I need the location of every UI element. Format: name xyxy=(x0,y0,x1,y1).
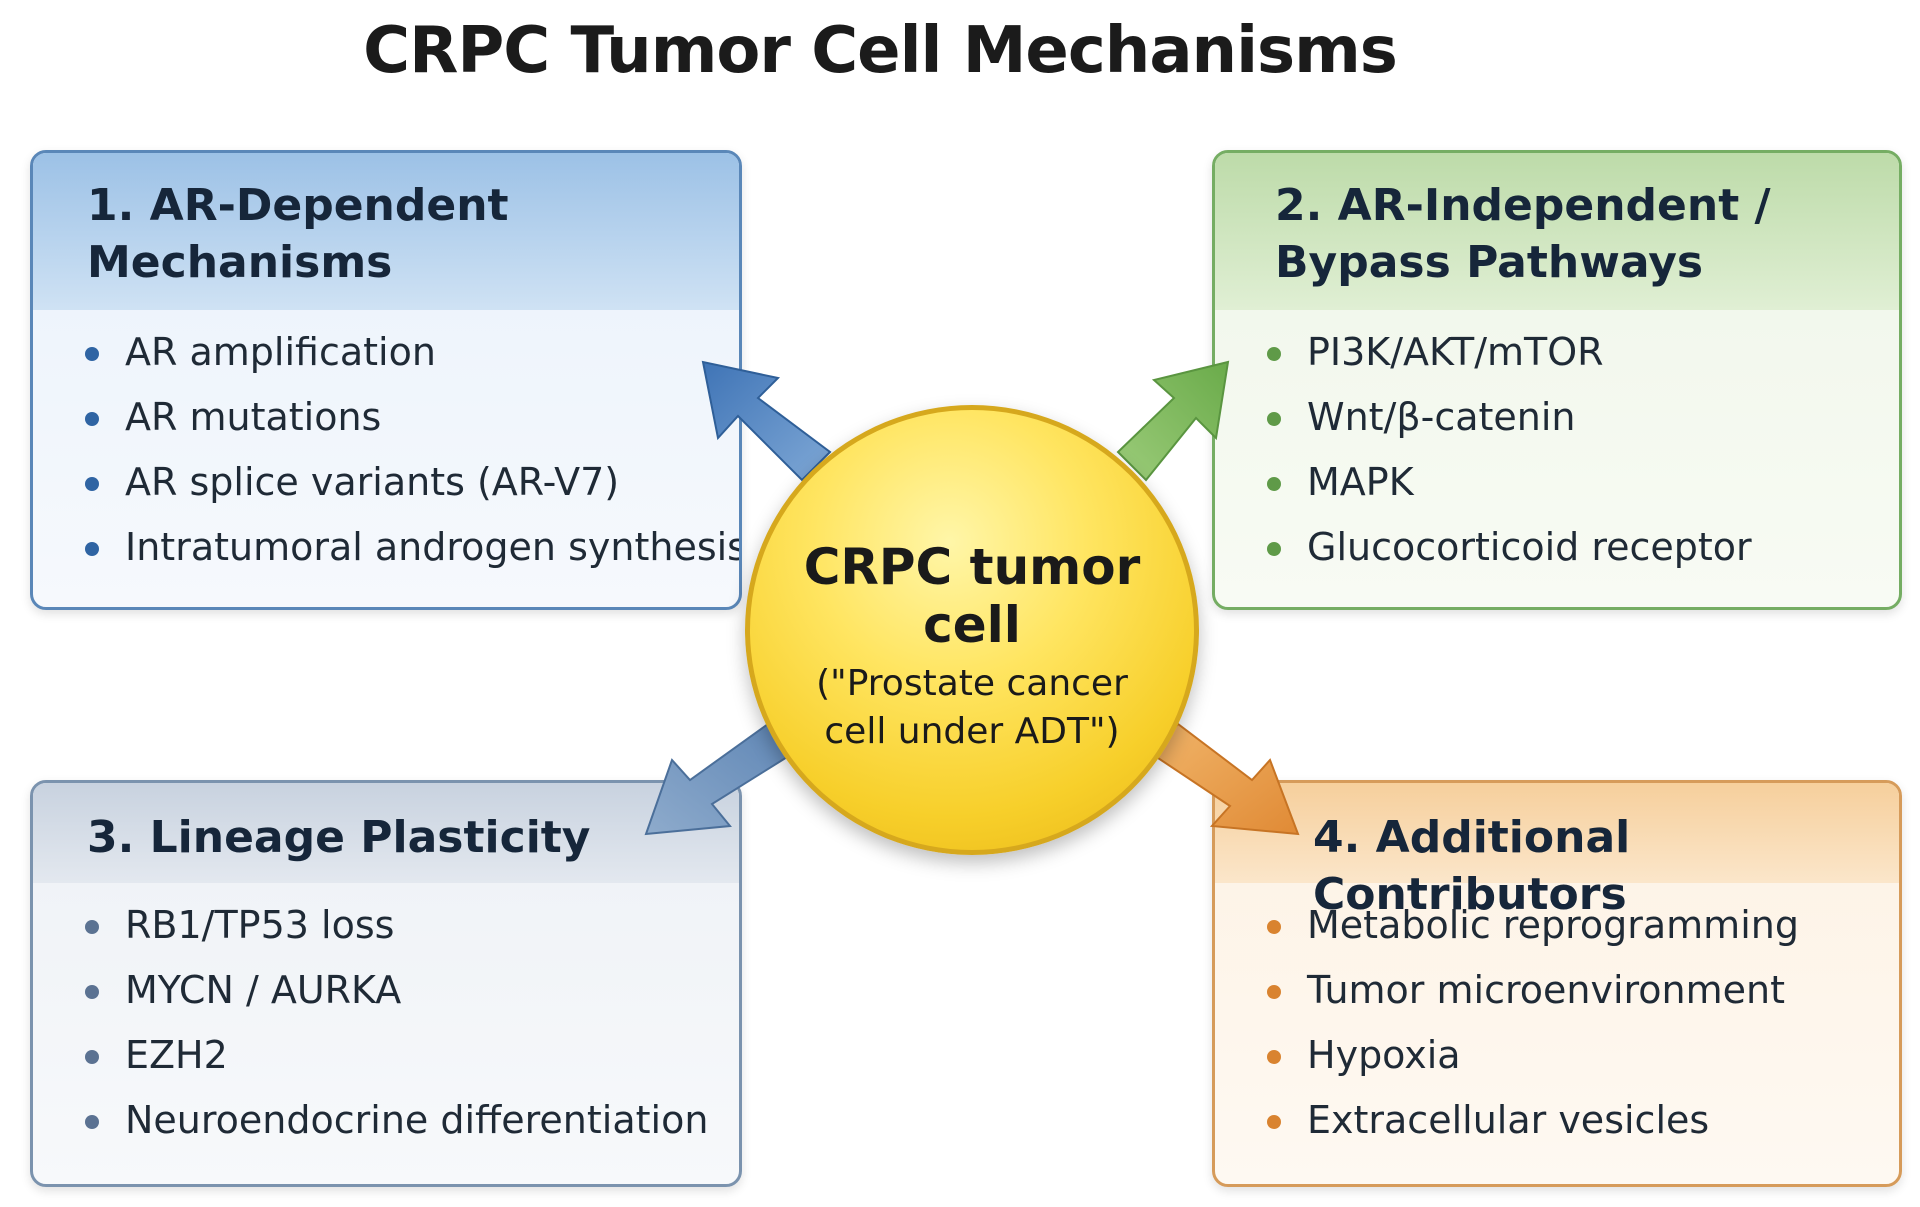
center-cell-node: CRPC tumor cell ("Prostate cancer cell u… xyxy=(745,405,1199,855)
bullet-icon xyxy=(1267,985,1281,999)
bullet-icon xyxy=(1267,477,1281,491)
list-item: Glucocorticoid receptor xyxy=(1261,515,1899,580)
list-item-label: PI3K/AKT/mTOR xyxy=(1307,330,1604,374)
list-item-label: Tumor microenvironment xyxy=(1307,968,1786,1012)
list-item-label: MAPK xyxy=(1307,460,1414,504)
panel-ar-dependent: 1. AR-Dependent Mechanisms AR amplificat… xyxy=(30,150,742,610)
list-item-label: Intratumoral androgen synthesis xyxy=(125,525,742,569)
list-item-label: AR amplification xyxy=(125,330,436,374)
bullet-icon xyxy=(85,412,99,426)
list-item: Wnt/β-catenin xyxy=(1261,385,1899,450)
list-item-label: AR mutations xyxy=(125,395,382,439)
bullet-icon xyxy=(85,347,99,361)
list-item: Hypoxia xyxy=(1261,1023,1899,1088)
list-item-label: Wnt/β-catenin xyxy=(1307,395,1576,439)
center-subtitle: ("Prostate cancer cell under ADT") xyxy=(816,663,1128,752)
list-item: Neuroendocrine differentiation xyxy=(79,1088,739,1153)
bullet-icon xyxy=(85,542,99,556)
panel-list: PI3K/AKT/mTOR Wnt/β-catenin MAPK Glucoco… xyxy=(1215,310,1899,580)
bullet-icon xyxy=(85,477,99,491)
list-item: PI3K/AKT/mTOR xyxy=(1261,320,1899,385)
list-item-label: AR splice variants (AR-V7) xyxy=(125,460,620,504)
panel-heading: 1. AR-Dependent Mechanisms xyxy=(33,153,739,310)
arrow-to-panel-4 xyxy=(1150,722,1300,836)
list-item: MAPK xyxy=(1261,450,1899,515)
bullet-icon xyxy=(85,920,99,934)
list-item: Extracellular vesicles xyxy=(1261,1088,1899,1153)
list-item-label: RB1/TP53 loss xyxy=(125,903,395,947)
list-item-label: Glucocorticoid receptor xyxy=(1307,525,1752,569)
arrow-to-panel-1 xyxy=(701,360,832,482)
list-item-label: Neuroendocrine differentiation xyxy=(125,1098,709,1142)
panel-heading: 2. AR-Independent / Bypass Pathways xyxy=(1215,153,1899,310)
panel-additional-contributors: 4. Additional Contributors Metabolic rep… xyxy=(1212,780,1902,1187)
list-item: RB1/TP53 loss xyxy=(79,893,739,958)
list-item: AR splice variants (AR-V7) xyxy=(79,450,739,515)
arrow-to-panel-3 xyxy=(644,722,794,836)
bullet-icon xyxy=(1267,920,1281,934)
list-item: MYCN / AURKA xyxy=(79,958,739,1023)
bullet-icon xyxy=(85,1050,99,1064)
bullet-icon xyxy=(1267,347,1281,361)
list-item-label: EZH2 xyxy=(125,1033,228,1077)
bullet-icon xyxy=(1267,1115,1281,1129)
panel-list: AR amplification AR mutations AR splice … xyxy=(33,310,739,580)
bullet-icon xyxy=(1267,412,1281,426)
arrow-to-panel-2 xyxy=(1116,360,1230,482)
list-item-label: MYCN / AURKA xyxy=(125,968,402,1012)
panel-ar-independent: 2. AR-Independent / Bypass Pathways PI3K… xyxy=(1212,150,1902,610)
bullet-icon xyxy=(85,985,99,999)
bullet-icon xyxy=(85,1115,99,1129)
bullet-icon xyxy=(1267,1050,1281,1064)
bullet-icon xyxy=(1267,542,1281,556)
list-item: Tumor microenvironment xyxy=(1261,958,1899,1023)
list-item-label: Extracellular vesicles xyxy=(1307,1098,1710,1142)
list-item: AR mutations xyxy=(79,385,739,450)
panel-list: RB1/TP53 loss MYCN / AURKA EZH2 Neuroend… xyxy=(33,883,739,1153)
list-item: Metabolic reprogramming xyxy=(1261,893,1899,958)
list-item: AR amplification xyxy=(79,320,739,385)
panel-heading: 4. Additional Contributors xyxy=(1215,783,1899,920)
center-title: CRPC tumor cell xyxy=(803,538,1141,654)
list-item-label: Hypoxia xyxy=(1307,1033,1461,1077)
panel-list: Metabolic reprogramming Tumor microenvir… xyxy=(1215,883,1899,1153)
diagram-title: CRPC Tumor Cell Mechanisms xyxy=(363,14,1398,88)
panel-lineage-plasticity: 3. Lineage Plasticity RB1/TP53 loss MYCN… xyxy=(30,780,742,1187)
list-item: EZH2 xyxy=(79,1023,739,1088)
list-item-label: Metabolic reprogramming xyxy=(1307,903,1799,947)
panel-heading: 3. Lineage Plasticity xyxy=(33,783,739,883)
list-item: Intratumoral androgen synthesis xyxy=(79,515,739,580)
